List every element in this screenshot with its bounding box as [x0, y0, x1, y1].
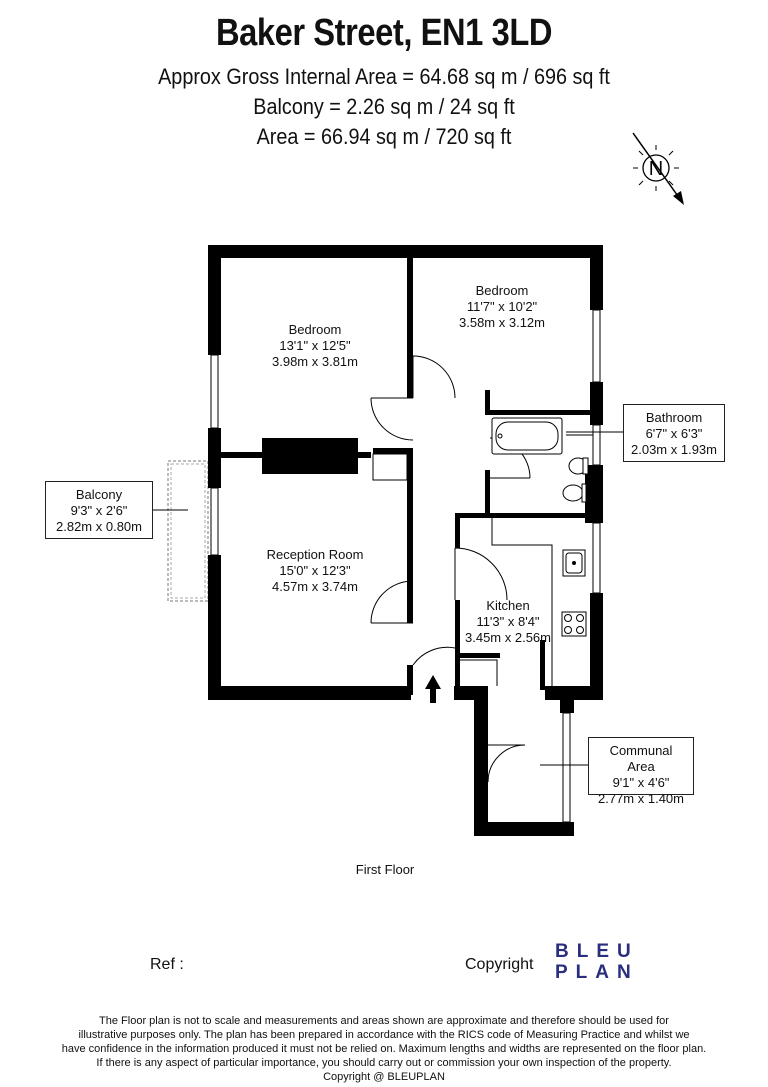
doors: [370, 355, 531, 783]
entrance-arrow-icon: [425, 675, 441, 703]
copyright-label: Copyright: [465, 956, 534, 973]
windows: [210, 309, 601, 823]
gross-area-text: Approx Gross Internal Area = 64.68 sq m …: [158, 64, 610, 89]
walls: [208, 245, 603, 836]
ref-label: Ref :: [150, 956, 184, 973]
balcony-outline: [167, 460, 209, 602]
compass-icon: N: [632, 132, 684, 205]
balcony-area-text: Balcony = 2.26 sq m / 24 sq ft: [253, 94, 515, 119]
disclaimer-text: The Floor plan is not to scale and measu…: [61, 1015, 707, 1083]
total-area-text: Area = 66.94 sq m / 720 sq ft: [256, 124, 512, 149]
kitchen-fittings: [491, 518, 587, 686]
bathroom-fittings: [491, 417, 589, 503]
compass-letter: N: [649, 158, 663, 180]
leader-lines: [153, 431, 623, 766]
page-title: Baker Street, EN1 3LD: [215, 12, 553, 54]
floor-label: First Floor: [355, 862, 415, 877]
